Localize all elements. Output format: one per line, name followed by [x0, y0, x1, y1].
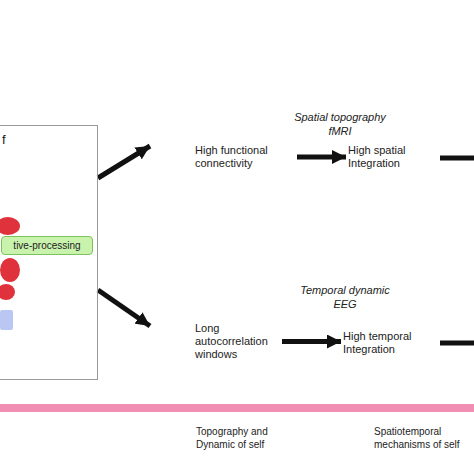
- annotation-label: Spatiotemporal mechanisms of self: [374, 425, 472, 451]
- arrow-connector: [282, 339, 341, 344]
- red-shape: [0, 258, 20, 282]
- text-node: High spatial Integration: [348, 144, 430, 170]
- annotation-label: Spatial topography: [290, 111, 390, 124]
- arrow-connector: [98, 146, 150, 178]
- lavender-box: [0, 310, 13, 330]
- annotation-label: Topography and Dynamic of self: [196, 425, 296, 451]
- text-node: Long autocorrelation windows: [150, 322, 280, 361]
- node-text: High temporal Integration: [343, 330, 433, 356]
- node-text: Long autocorrelation windows: [195, 322, 280, 361]
- arrow-shaft: [440, 341, 474, 346]
- node-text: High spatial Integration: [348, 144, 430, 170]
- node-text: High functional connectivity: [195, 144, 295, 170]
- red-shape: [0, 217, 20, 235]
- red-shape: [0, 284, 15, 300]
- text-node: High temporal Integration: [343, 330, 433, 356]
- text-node: High functional connectivity: [150, 144, 295, 170]
- annotation-label: fMRI: [290, 125, 390, 138]
- process-box: tive-processing: [1, 236, 93, 255]
- arrow-connector: [98, 290, 150, 326]
- panel-box: f tive-processing: [0, 125, 98, 380]
- annotation-label: EEG: [295, 298, 395, 311]
- node-text: f: [2, 132, 6, 147]
- arrow-connector: [297, 155, 346, 160]
- node-text: tive-processing: [4, 240, 90, 251]
- arrow-shaft: [440, 156, 474, 161]
- pink-bar: [0, 404, 474, 412]
- annotation-label: Temporal dynamic: [295, 284, 395, 297]
